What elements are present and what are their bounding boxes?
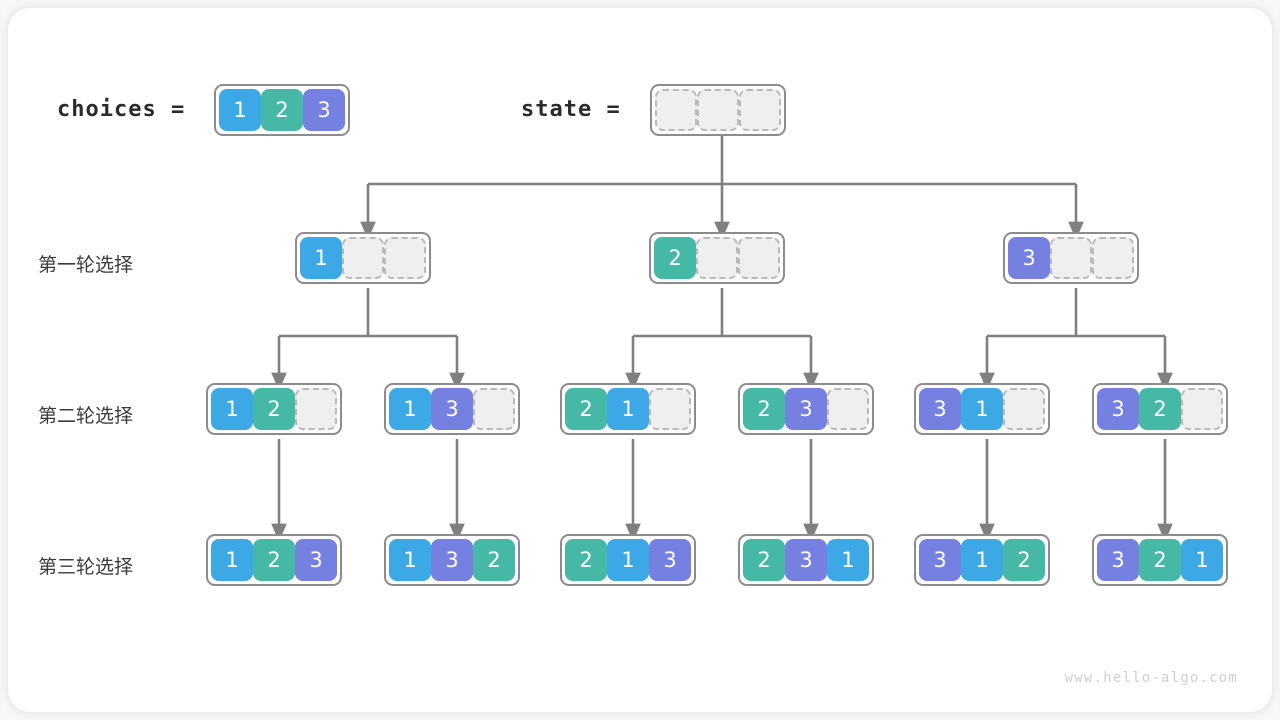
r2n2-cell-2-empty: [473, 388, 515, 430]
row-label-round-3: 第三轮选择: [38, 556, 134, 578]
r3n4-cell-2: 1: [827, 539, 869, 581]
r2n4-cell-1: 3: [785, 388, 827, 430]
r3n2-cell-0: 1: [389, 539, 431, 581]
r2n3-cell-0: 2: [565, 388, 607, 430]
r2n6-cell-0: 3: [1097, 388, 1139, 430]
r1n1-cell-0: 1: [300, 237, 342, 279]
r3n3-cell-0: 2: [565, 539, 607, 581]
r3n1-cell-0: 1: [211, 539, 253, 581]
r1n1-cell-1-empty: [342, 237, 384, 279]
r2n5-cell-0: 3: [919, 388, 961, 430]
watermark: www.hello-algo.com: [1064, 670, 1238, 686]
choices-label: choices =: [57, 97, 186, 122]
r2n4-cell-0: 2: [743, 388, 785, 430]
r2n1-cell-0: 1: [211, 388, 253, 430]
state-array[interactable]: [650, 84, 786, 136]
r1n1-cell-2-empty: [384, 237, 426, 279]
r3n5-cell-1: 1: [961, 539, 1003, 581]
state-cell-0-empty: [655, 89, 697, 131]
r3n6-cell-2: 1: [1181, 539, 1223, 581]
state-node-r1-1[interactable]: 1: [295, 232, 431, 284]
r1n3-cell-0: 3: [1008, 237, 1050, 279]
r1n3-cell-2-empty: [1092, 237, 1134, 279]
r2n4-cell-2-empty: [827, 388, 869, 430]
r3n6-cell-0: 3: [1097, 539, 1139, 581]
r3n4-cell-1: 3: [785, 539, 827, 581]
state-node-r1-3[interactable]: 3: [1003, 232, 1139, 284]
choices-cell-2: 3: [303, 89, 345, 131]
r1n2-cell-0: 2: [654, 237, 696, 279]
state-cell-1-empty: [697, 89, 739, 131]
r2n3-cell-2-empty: [649, 388, 691, 430]
r2n5-cell-2-empty: [1003, 388, 1045, 430]
r1n2-cell-2-empty: [738, 237, 780, 279]
r2n5-cell-1: 1: [961, 388, 1003, 430]
r3n5-cell-0: 3: [919, 539, 961, 581]
row-label-round-2: 第二轮选择: [38, 405, 134, 427]
r2n1-cell-2-empty: [295, 388, 337, 430]
r3n1-cell-2: 3: [295, 539, 337, 581]
r2n2-cell-0: 1: [389, 388, 431, 430]
r3n3-cell-2: 3: [649, 539, 691, 581]
r2n6-cell-2-empty: [1181, 388, 1223, 430]
r3n3-cell-1: 1: [607, 539, 649, 581]
choices-cell-0: 1: [219, 89, 261, 131]
r3n1-cell-1: 2: [253, 539, 295, 581]
r3n2-cell-1: 3: [431, 539, 473, 581]
state-node-r1-2[interactable]: 2: [649, 232, 785, 284]
r3n5-cell-2: 2: [1003, 539, 1045, 581]
r3n6-cell-1: 2: [1139, 539, 1181, 581]
r1n3-cell-1-empty: [1050, 237, 1092, 279]
diagram-card: [8, 8, 1272, 712]
state-cell-2-empty: [739, 89, 781, 131]
state-label: state =: [521, 97, 621, 122]
r2n3-cell-1: 1: [607, 388, 649, 430]
r3n2-cell-2: 2: [473, 539, 515, 581]
r2n1-cell-1: 2: [253, 388, 295, 430]
row-label-round-1: 第一轮选择: [38, 254, 134, 276]
r3n4-cell-0: 2: [743, 539, 785, 581]
choices-cell-1: 2: [261, 89, 303, 131]
r2n2-cell-1: 3: [431, 388, 473, 430]
r1n2-cell-1-empty: [696, 237, 738, 279]
r2n6-cell-1: 2: [1139, 388, 1181, 430]
